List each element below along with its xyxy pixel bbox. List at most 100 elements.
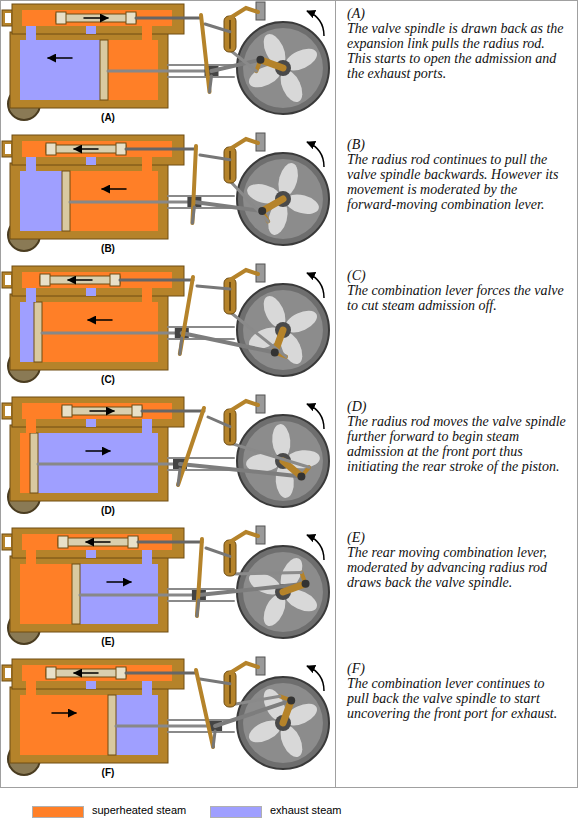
cylinder-chamber-rear bbox=[20, 433, 30, 493]
step-description: (E)The rear moving combination lever, mo… bbox=[336, 524, 577, 654]
exhaust-port bbox=[86, 288, 96, 296]
lifting-arm bbox=[230, 401, 258, 411]
exhaust-port bbox=[86, 26, 96, 34]
radius-rod bbox=[205, 24, 230, 32]
end-cap-bore bbox=[5, 275, 11, 285]
link-slot bbox=[229, 675, 231, 703]
piston-rod bbox=[80, 594, 199, 597]
driving-wheel-disc bbox=[243, 159, 323, 239]
valve-head bbox=[40, 274, 50, 286]
cylinder-chamber-rear bbox=[20, 40, 100, 100]
slide-bar bbox=[168, 457, 234, 459]
piston bbox=[72, 564, 80, 624]
lifting-arm bbox=[230, 532, 258, 542]
front-port bbox=[142, 26, 152, 40]
combination-lever bbox=[178, 408, 204, 485]
piston-rod bbox=[38, 463, 180, 466]
valve-spool bbox=[62, 407, 142, 415]
rotation-arrow bbox=[307, 142, 324, 167]
motion-arrow bbox=[86, 450, 110, 452]
driving-wheel-disc bbox=[243, 421, 323, 501]
valve-head bbox=[62, 405, 72, 417]
motion-arrow bbox=[52, 712, 76, 714]
valve-spindle bbox=[138, 541, 202, 544]
valve-spool bbox=[58, 538, 138, 546]
valve-head bbox=[46, 667, 56, 679]
step-text: The radius rod continues to pull the val… bbox=[347, 152, 569, 212]
step-text: The radius rod moves the valve spindle f… bbox=[347, 414, 569, 474]
rotation-arrow bbox=[307, 273, 324, 298]
eccentric-rod bbox=[230, 573, 301, 574]
cylinder-chamber-rear bbox=[20, 564, 72, 624]
slide-bar bbox=[168, 719, 234, 721]
end-cap-bore bbox=[5, 406, 11, 416]
link-slot bbox=[229, 544, 231, 572]
valve-spool bbox=[46, 145, 126, 153]
panel-label: (C) bbox=[88, 374, 128, 385]
crank-pin bbox=[297, 472, 305, 480]
panel-label: (B) bbox=[88, 243, 128, 254]
valve-head bbox=[46, 143, 56, 155]
front-port bbox=[142, 157, 152, 171]
radius-rod bbox=[200, 679, 230, 684]
column-divider bbox=[335, 1, 336, 788]
legend-swatch bbox=[210, 806, 262, 818]
end-cap-bore bbox=[5, 13, 11, 23]
crank-pin bbox=[271, 349, 279, 357]
step-description: (A)The valve spindle is drawn back as th… bbox=[336, 0, 577, 130]
step-description: (C)The combination lever forces the valv… bbox=[336, 262, 577, 392]
cylinder-chamber-rear bbox=[20, 695, 108, 755]
piston bbox=[62, 171, 70, 231]
step-text: The combination lever continues to pull … bbox=[347, 676, 569, 721]
motion-arrow bbox=[84, 17, 108, 19]
driving-wheel-rim bbox=[237, 546, 329, 638]
slide-bar bbox=[168, 64, 234, 66]
rear-port bbox=[26, 288, 36, 302]
motion-arrow bbox=[86, 541, 110, 543]
valve-gear-panel bbox=[2, 264, 329, 382]
panels bbox=[2, 2, 329, 775]
union-link bbox=[178, 469, 180, 485]
link-slot bbox=[229, 20, 231, 48]
panel-label: (F) bbox=[88, 767, 128, 778]
panel-label: (A) bbox=[88, 112, 128, 123]
eccentric-rod bbox=[230, 443, 309, 467]
lifting-arm bbox=[230, 8, 258, 18]
eccentric-rod bbox=[230, 696, 280, 705]
valve-spindle bbox=[142, 410, 204, 413]
motion-arrow bbox=[102, 188, 126, 190]
driving-wheel-disc bbox=[243, 552, 323, 632]
rear-port bbox=[26, 157, 36, 171]
union-link bbox=[213, 731, 215, 747]
connecting-rod bbox=[180, 464, 301, 476]
legend-swatch bbox=[32, 806, 84, 818]
front-port bbox=[142, 681, 152, 695]
valve-gear-panel bbox=[2, 395, 329, 513]
link-slot bbox=[229, 151, 231, 179]
valve-spindle bbox=[126, 148, 196, 151]
link-slot bbox=[229, 282, 231, 310]
rear-port bbox=[26, 681, 36, 695]
eccentric-rod bbox=[230, 181, 268, 221]
piston bbox=[100, 40, 108, 100]
valve-gear-panel bbox=[2, 2, 329, 120]
lifting-arm bbox=[230, 663, 258, 673]
valve-spool bbox=[46, 669, 126, 677]
radius-rod bbox=[208, 417, 230, 427]
valve-gear-panel bbox=[2, 133, 329, 251]
step-heading: (C) bbox=[347, 268, 569, 283]
connecting-rod bbox=[199, 584, 306, 595]
radius-rod bbox=[200, 155, 230, 160]
valve-spool bbox=[56, 14, 136, 22]
valve-gear-panel bbox=[2, 657, 329, 775]
piston bbox=[34, 302, 42, 362]
valve-head bbox=[58, 536, 68, 548]
end-cap-bore bbox=[5, 144, 11, 154]
combination-lever bbox=[201, 15, 210, 92]
radius-rod bbox=[206, 548, 230, 556]
valve-spindle bbox=[120, 279, 193, 282]
slide-bar bbox=[168, 76, 234, 78]
slide-bar bbox=[168, 731, 234, 733]
